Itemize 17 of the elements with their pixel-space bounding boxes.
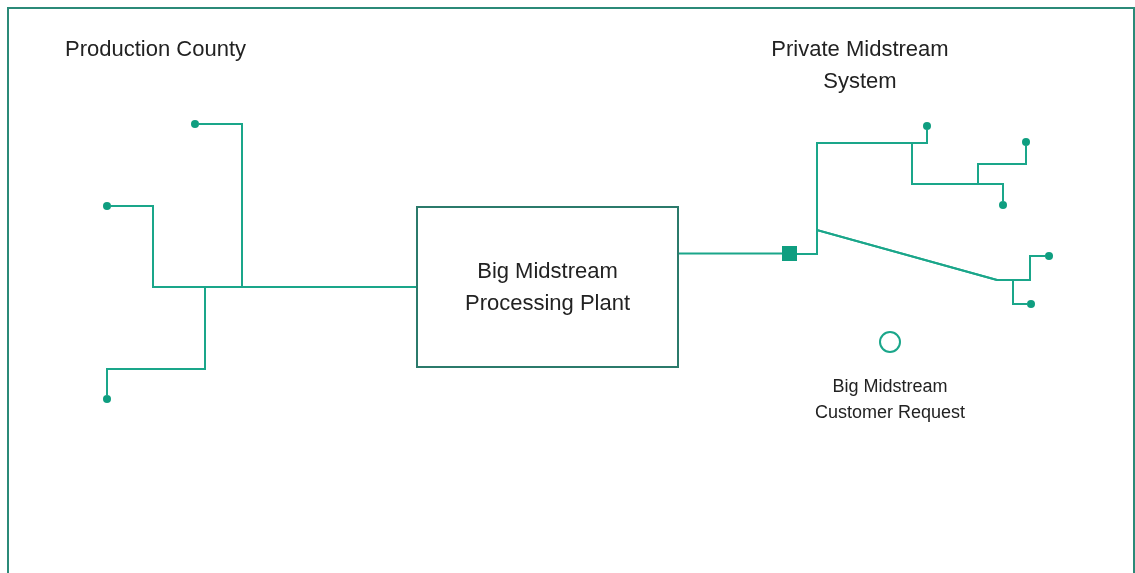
well-dot xyxy=(999,201,1007,209)
region-label: Private Midstream System xyxy=(770,35,950,95)
well-dot xyxy=(1022,138,1030,146)
open-circle xyxy=(879,331,901,353)
well-dot xyxy=(1045,252,1053,260)
pipeline xyxy=(796,228,1028,305)
meter-square xyxy=(782,246,797,261)
plant-name: Big Midstream Processing Plant xyxy=(463,257,632,317)
point-caption: Big Midstream Customer Request xyxy=(813,375,967,424)
well-dot xyxy=(191,120,199,128)
pipeline xyxy=(678,252,783,255)
well-dot xyxy=(923,122,931,130)
well-dot xyxy=(103,395,111,403)
plant-box xyxy=(416,206,679,368)
well-dot xyxy=(1027,300,1035,308)
region-label: Production County xyxy=(64,35,247,63)
well-dot xyxy=(103,202,111,210)
